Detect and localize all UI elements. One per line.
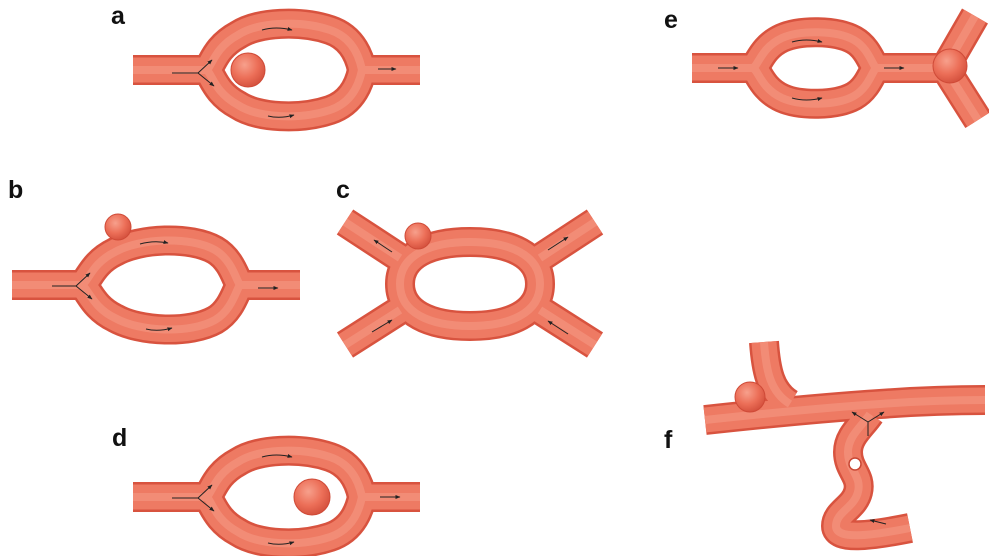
aneurysm-sac-e [933, 49, 967, 83]
aneurysm-sac-a [231, 53, 265, 87]
panel-label-d: d [112, 424, 127, 452]
aneurysm-sac-d [294, 479, 330, 515]
vessel-d-shape [133, 451, 420, 544]
vessel-a-shape [133, 24, 420, 117]
panel-label-e: e [664, 6, 678, 34]
aneurysm-sac-c [405, 223, 431, 249]
vessel-f [705, 342, 985, 535]
panel-b: b [8, 176, 300, 330]
vessel-b-shape [12, 240, 300, 329]
panel-a: a [111, 2, 420, 117]
vessel-loop-f [849, 458, 861, 470]
panel-label-f: f [664, 426, 673, 454]
panel-f: f [664, 342, 985, 535]
vessel-a [133, 24, 420, 117]
vessel-f-shape [705, 342, 985, 535]
panel-label-c: c [336, 176, 350, 204]
panel-label-a: a [111, 2, 126, 30]
panel-d: d [112, 424, 420, 544]
vessel-c [345, 222, 595, 345]
vessel-b [12, 214, 300, 330]
vessel-c-shape [345, 222, 595, 345]
aneurysm-sac-f [735, 382, 765, 412]
panel-label-b: b [8, 176, 23, 204]
aneurysm-sac-b [105, 214, 131, 240]
panel-c: c [336, 176, 595, 345]
vessel-d [133, 451, 420, 544]
panel-e: e [664, 6, 978, 120]
